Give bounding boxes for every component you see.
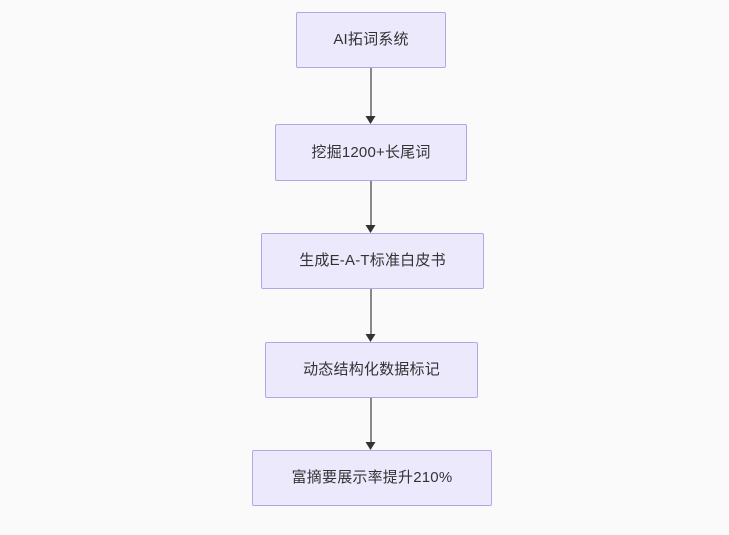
flow-node[interactable]: 生成E-A-T标准白皮书 <box>261 233 484 289</box>
flow-edge-line <box>370 289 372 335</box>
flow-edge-line <box>370 181 372 226</box>
arrowhead-down-icon <box>365 442 376 450</box>
flow-edge-line <box>370 398 372 443</box>
arrowhead-down-icon <box>365 225 376 233</box>
arrowhead-down-icon <box>365 116 376 124</box>
flow-node[interactable]: 动态结构化数据标记 <box>265 342 478 398</box>
flow-node-label: AI拓词系统 <box>333 31 409 48</box>
arrowhead-down-icon <box>365 334 376 342</box>
flow-node[interactable]: 挖掘1200+长尾词 <box>275 124 467 181</box>
flow-node-label: 生成E-A-T标准白皮书 <box>299 252 446 269</box>
flow-node[interactable]: AI拓词系统 <box>296 12 446 68</box>
flow-node-label: 动态结构化数据标记 <box>303 361 440 378</box>
flow-node[interactable]: 富摘要展示率提升210% <box>252 450 492 506</box>
flow-node-label: 富摘要展示率提升210% <box>291 469 453 486</box>
flow-node-label: 挖掘1200+长尾词 <box>311 143 431 161</box>
flow-edge-line <box>370 68 372 117</box>
